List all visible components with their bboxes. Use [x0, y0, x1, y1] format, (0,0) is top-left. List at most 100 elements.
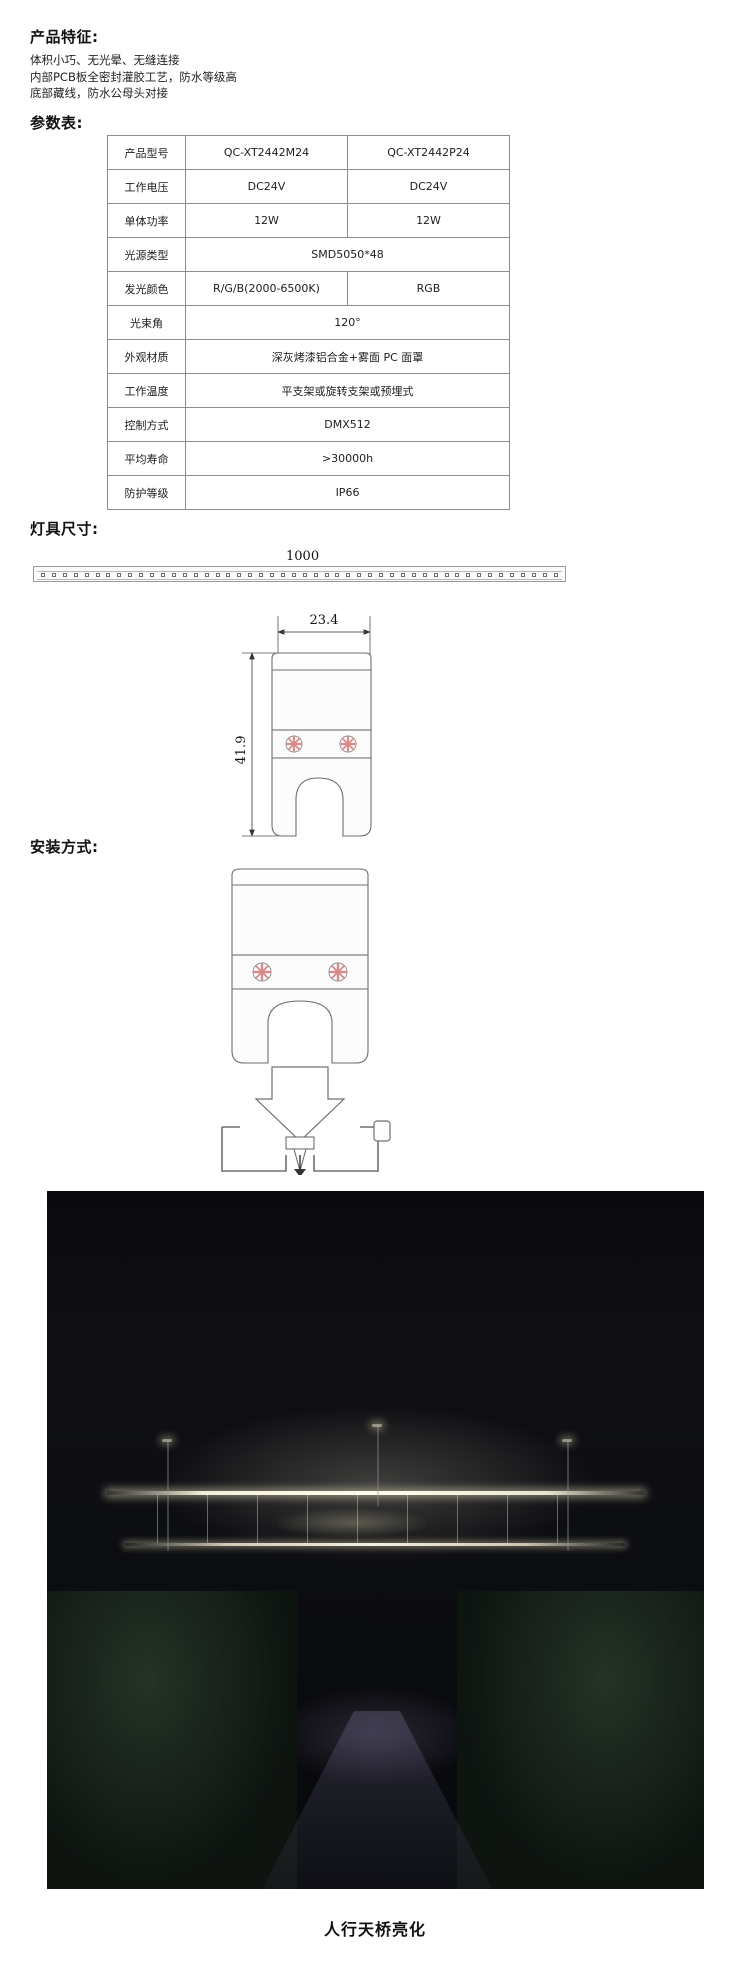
table-row: 控制方式 DMX512 — [107, 407, 510, 442]
photo-truss — [157, 1495, 158, 1543]
spec-value: IP66 — [185, 475, 510, 510]
photo-truss — [257, 1495, 258, 1543]
led-dot — [499, 573, 504, 577]
table-row: 平均寿命 >30000h — [107, 441, 510, 476]
led-dot — [160, 573, 165, 577]
feature-item: 底部藏线，防水公母头对接 — [30, 86, 168, 100]
feature-item: 体积小巧、无光晕、无缝连接 — [30, 53, 180, 67]
bolt-icon — [285, 1136, 315, 1175]
led-dot — [204, 573, 209, 577]
led-dot — [117, 573, 122, 577]
spec-label: 单体功率 — [107, 203, 186, 238]
spec-value-m24: 12W — [185, 203, 348, 238]
spec-value-p24: 12W — [347, 203, 510, 238]
table-row: 工作电压 DC24V DC24V — [107, 169, 510, 204]
spec-value-m24: DC24V — [185, 169, 348, 204]
led-dot — [291, 573, 296, 577]
led-dot — [477, 573, 482, 577]
photo-lamp-post — [167, 1441, 169, 1551]
photo-lamp-head — [372, 1424, 382, 1427]
led-dot — [411, 573, 416, 577]
photo-lamp-head — [562, 1439, 572, 1442]
led-dot — [62, 573, 67, 577]
led-dot — [106, 573, 111, 577]
led-dot — [259, 573, 264, 577]
table-row: 单体功率 12W 12W — [107, 203, 510, 238]
spec-label: 光束角 — [107, 305, 186, 340]
led-dot — [379, 573, 384, 577]
profile-svg: 23.4 41.9 — [234, 613, 372, 837]
spec-table: 产品型号 QC-XT2442M24 QC-XT2442P24 工作电压 DC24… — [107, 135, 510, 510]
spec-label: 产品型号 — [107, 135, 186, 170]
spec-label: 防护等级 — [107, 475, 186, 510]
led-dot — [51, 573, 56, 577]
led-dot — [73, 573, 78, 577]
table-row: 光源类型 SMD5050*48 — [107, 237, 510, 272]
led-dot — [270, 573, 275, 577]
photo-truss — [557, 1495, 558, 1543]
led-dot — [84, 573, 89, 577]
spec-label: 平均寿命 — [107, 441, 186, 476]
spec-label: 光源类型 — [107, 237, 186, 272]
led-dot — [215, 573, 220, 577]
spec-value-p24: RGB — [347, 271, 510, 306]
photo-foliage-right — [457, 1591, 704, 1889]
led-dot — [422, 573, 427, 577]
install-heading: 安装方式: — [30, 838, 99, 856]
photo-building-glow — [277, 1509, 427, 1537]
spec-value: 深灰烤漆铝合金+雾面 PC 面罩 — [185, 339, 510, 374]
table-row: 光束角 120° — [107, 305, 510, 340]
spec-value-p24: DC24V — [347, 169, 510, 204]
photo-truss — [507, 1495, 508, 1543]
spec-label: 控制方式 — [107, 407, 186, 442]
led-dot — [193, 573, 198, 577]
led-dot — [520, 573, 525, 577]
led-dot — [280, 573, 285, 577]
table-row: 工作温度 平支架或旋转支架或预埋式 — [107, 373, 510, 408]
spec-value: DMX512 — [185, 407, 510, 442]
install-svg — [221, 868, 391, 1175]
led-dot — [542, 573, 547, 577]
led-dot — [531, 573, 536, 577]
spec-value: SMD5050*48 — [185, 237, 510, 272]
led-dot — [237, 573, 242, 577]
application-photo — [47, 1191, 704, 1889]
table-row: 防护等级 IP66 — [107, 475, 510, 510]
photo-truss — [357, 1495, 358, 1543]
photo-bridge-light-line — [125, 1543, 625, 1546]
led-dot — [466, 573, 471, 577]
assembly-direction-arrow — [254, 1066, 346, 1142]
table-row: 产品型号 QC-XT2442M24 QC-XT2442P24 — [107, 135, 510, 170]
led-dot — [95, 573, 100, 577]
screw-icon — [285, 735, 303, 753]
spec-label: 发光颜色 — [107, 271, 186, 306]
spec-value-m24: QC-XT2442M24 — [185, 135, 348, 170]
spec-value: >30000h — [185, 441, 510, 476]
led-dot — [444, 573, 449, 577]
features-heading: 产品特征: — [30, 28, 99, 46]
installation-drawing — [0, 855, 750, 1175]
led-dot — [226, 573, 231, 577]
led-dot — [41, 573, 45, 577]
dimension-width-text: 23.4 — [310, 613, 339, 628]
photo-bridge-light-line — [107, 1491, 644, 1495]
led-dot — [357, 573, 362, 577]
spec-label: 工作电压 — [107, 169, 186, 204]
led-dot — [390, 573, 394, 577]
screw-icon — [252, 962, 272, 982]
spec-value-m24: R/G/B(2000-6500K) — [185, 271, 348, 306]
bracket-end-cap — [373, 1120, 391, 1142]
fixture-side-view — [33, 566, 566, 582]
led-dot — [455, 573, 460, 577]
led-dot — [248, 573, 253, 577]
led-dot — [313, 573, 318, 577]
led-dot — [128, 573, 133, 577]
spec-value: 120° — [185, 305, 510, 340]
dimension-height-text: 41.9 — [234, 736, 249, 765]
led-dot — [509, 573, 514, 577]
led-dot — [346, 573, 351, 577]
screw-icon — [339, 735, 357, 753]
dimension-heading: 灯具尺寸: — [30, 520, 99, 538]
spec-value-p24: QC-XT2442P24 — [347, 135, 510, 170]
feature-item: 内部PCB板全密封灌胶工艺，防水等级高 — [30, 69, 237, 84]
